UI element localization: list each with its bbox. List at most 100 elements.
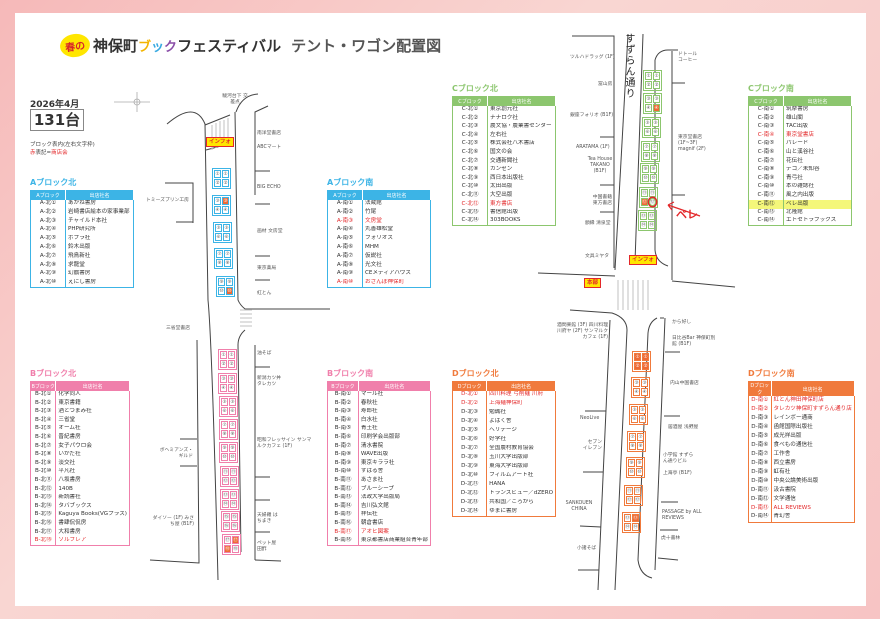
booth-cell[interactable]: ⑩ [229, 453, 236, 461]
booth-cell[interactable]: ⑪ [649, 189, 656, 197]
booth-cell[interactable]: ① [222, 170, 229, 178]
booth-cell[interactable]: ② [220, 360, 227, 368]
booth-cell[interactable]: ⑨ [229, 444, 236, 452]
booth-cell[interactable]: ⑱ [224, 545, 231, 553]
booth-cell[interactable]: ⑯ [231, 522, 238, 530]
booth-cell[interactable]: ⑩ [642, 174, 649, 182]
booth-cell[interactable]: ⑩ [650, 174, 657, 182]
booth-cell[interactable]: ⑩ [218, 287, 225, 295]
booth-cell[interactable]: ⑬ [624, 514, 631, 522]
booth-cell[interactable]: ③ [214, 197, 221, 205]
booth-cell[interactable]: ⑨ [628, 459, 635, 467]
booth-cell[interactable]: ⑤ [215, 224, 222, 232]
booth-cell[interactable]: ⑬ [632, 514, 639, 522]
booth-cell[interactable]: ⑫ [222, 477, 229, 485]
booth-cell[interactable]: ⑦ [224, 250, 231, 258]
booth-cell[interactable]: ⑥ [215, 233, 222, 241]
booth-cell[interactable]: ① [220, 351, 227, 359]
booth-cell[interactable]: ② [642, 362, 649, 370]
booth-cell[interactable]: ⑬ [230, 491, 237, 499]
booth-cell[interactable]: ⑥ [652, 128, 659, 136]
booth-cell[interactable]: ② [653, 81, 660, 89]
booth-cell[interactable]: ⑤ [229, 398, 236, 406]
booth-cell[interactable]: ⑱ [232, 545, 239, 553]
booth-cell[interactable]: ⑭ [640, 221, 647, 229]
booth-cell[interactable]: ③ [222, 197, 229, 205]
booth-cell[interactable]: ② [214, 179, 221, 187]
booth-cell[interactable]: ⑯ [223, 522, 230, 530]
booth-cell[interactable]: ⑫ [626, 496, 633, 504]
booth-cell[interactable]: ⑨ [221, 444, 228, 452]
booth-cell[interactable]: ① [214, 170, 221, 178]
info-booth-a[interactable]: インフォ [206, 137, 234, 147]
booth-cell[interactable]: ⑨ [218, 278, 225, 286]
booth-cell[interactable]: ⑤ [652, 119, 659, 127]
booth-cell[interactable]: ⑮ [223, 513, 230, 521]
booth-cell[interactable]: ③ [633, 379, 640, 387]
booth-cell[interactable]: ⑭ [632, 523, 639, 531]
booth-cell[interactable]: ② [645, 81, 652, 89]
booth-cell[interactable]: ⑦ [629, 433, 636, 441]
booth-cell[interactable]: ① [642, 353, 649, 361]
booth-cell[interactable]: ⑧ [629, 442, 636, 450]
booth-cell[interactable]: ⑥ [229, 407, 236, 415]
info-booth-c[interactable]: インフォ [629, 255, 657, 265]
booth-cell[interactable]: ⑪ [626, 487, 633, 495]
booth-cell[interactable]: ⑬ [648, 212, 655, 220]
booth-cell[interactable]: ① [228, 351, 235, 359]
booth-cell[interactable]: ② [228, 360, 235, 368]
booth-cell[interactable]: ⑤ [223, 224, 230, 232]
booth-cell[interactable]: ⑬ [640, 212, 647, 220]
booth-cell[interactable]: ④ [633, 388, 640, 396]
booth-cell[interactable]: ⑪ [641, 189, 648, 197]
booth-cell[interactable]: ⑤ [639, 406, 646, 414]
booth-cell[interactable]: ① [634, 353, 641, 361]
booth-cell[interactable]: ⑥ [644, 128, 651, 136]
booth-cell[interactable]: ③ [220, 375, 227, 383]
booth-cell[interactable]: ③ [645, 95, 652, 103]
booth-cell[interactable]: ⑤ [631, 406, 638, 414]
booth-cell[interactable]: ⑨ [650, 165, 657, 173]
booth-cell[interactable]: ⑩ [628, 468, 635, 476]
booth-cell[interactable]: ⑥ [221, 407, 228, 415]
booth-cell[interactable]: ⑦ [229, 421, 236, 429]
booth-cell[interactable]: ⑧ [216, 259, 223, 267]
booth-cell[interactable]: ⑪ [222, 468, 229, 476]
booth-cell[interactable]: ③ [653, 95, 660, 103]
booth-cell[interactable]: ② [634, 362, 641, 370]
booth-cell[interactable]: ⑰ [232, 536, 239, 544]
booth-cell[interactable]: ⑧ [643, 152, 650, 160]
booth-cell[interactable]: ① [653, 72, 660, 80]
booth-cell[interactable]: ④ [220, 384, 227, 392]
booth-cell[interactable]: ⑫ [634, 496, 641, 504]
booth-cell[interactable]: ⑭ [648, 221, 655, 229]
booth-cell[interactable]: ⑨ [642, 165, 649, 173]
booth-cell[interactable]: ⑧ [224, 259, 231, 267]
booth-cell[interactable]: ⑨ [226, 278, 233, 286]
booth-cell[interactable]: ④ [641, 388, 648, 396]
booth-cell[interactable]: ⑪ [634, 487, 641, 495]
booth-cell[interactable]: ⑩ [226, 287, 233, 295]
booth-cell[interactable]: ⑮ [231, 513, 238, 521]
booth-cell[interactable]: ④ [228, 384, 235, 392]
booth-cell[interactable]: ⑫ [230, 477, 237, 485]
booth-cell[interactable]: ⑤ [221, 398, 228, 406]
